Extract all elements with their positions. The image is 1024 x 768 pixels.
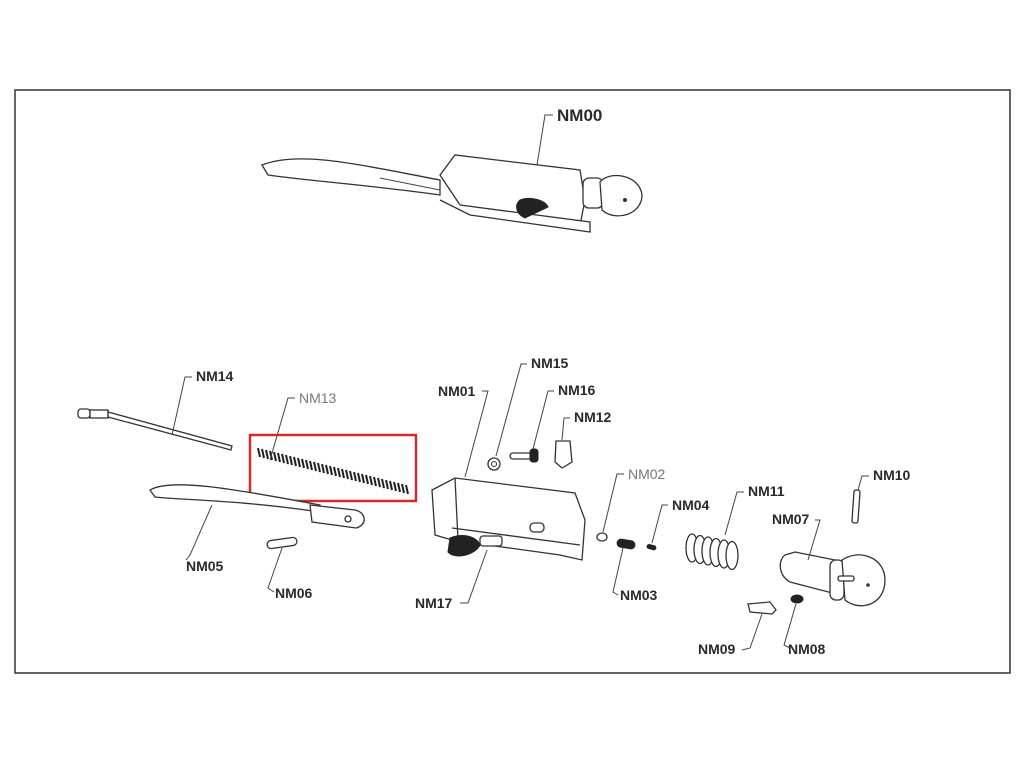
spring-coil — [349, 470, 353, 481]
part-nm02[interactable] — [596, 532, 608, 542]
part-label-nm17: NM17 — [415, 595, 453, 611]
spring-coil — [321, 463, 325, 474]
part-nm06-pin[interactable] — [266, 536, 298, 550]
spring-coil — [293, 456, 297, 467]
spring-coil — [309, 460, 313, 471]
part-label-nm08: NM08 — [788, 641, 826, 657]
spring-coil — [357, 472, 361, 483]
part-label-nm05: NM05 — [186, 558, 224, 574]
part-nm10-pin[interactable] — [851, 489, 861, 524]
spring-coil — [405, 484, 409, 495]
spring-coil — [389, 480, 393, 491]
spring-coil — [373, 476, 377, 487]
spring-coil — [353, 471, 357, 482]
spring-coil — [273, 451, 277, 462]
part-label-nm14: NM14 — [196, 368, 234, 384]
spring-coil — [285, 454, 289, 465]
spring-coil — [341, 468, 345, 479]
part-nm17-knob[interactable] — [447, 535, 481, 557]
highlight-box — [248, 433, 418, 503]
part-label-nm11: NM11 — [748, 483, 785, 499]
spring-coil — [397, 482, 401, 493]
part-label-nm13: NM13 — [299, 390, 337, 406]
diagram-frame — [14, 89, 1011, 674]
spring-coil — [301, 458, 305, 469]
part-nm09[interactable] — [747, 601, 777, 615]
part-label-nm10: NM10 — [873, 467, 911, 483]
part-nm14-rod[interactable] — [77, 408, 233, 451]
spring-coil — [313, 461, 317, 472]
spring-coil — [377, 477, 381, 488]
part-label-nm01: NM01 — [438, 383, 476, 399]
spring-coil — [333, 466, 337, 477]
part-label-nm07: NM07 — [772, 511, 810, 527]
spring-coil — [329, 465, 333, 476]
spring-coil — [393, 481, 397, 492]
spring-coil — [401, 483, 405, 494]
part-label-nm04: NM04 — [672, 497, 710, 513]
spring-coil — [385, 479, 389, 490]
spring-coil — [305, 459, 309, 470]
part-nm03[interactable] — [616, 538, 636, 550]
part-nm07-bolt[interactable] — [779, 551, 886, 607]
part-nm13-spring[interactable] — [257, 447, 409, 495]
part-label-nm00: NM00 — [557, 106, 602, 125]
part-nm04[interactable] — [646, 543, 657, 551]
spring-coil — [257, 447, 261, 458]
part-label-nm15: NM15 — [531, 355, 569, 371]
spring-coil — [281, 453, 285, 464]
spring-coil — [317, 462, 321, 473]
spring-coil — [337, 467, 341, 478]
spring-coil — [265, 449, 269, 460]
spring-coil — [725, 540, 739, 571]
spring-coil — [365, 474, 369, 485]
part-nm12-block[interactable] — [554, 440, 573, 469]
spring-coil — [297, 457, 301, 468]
part-nm05-lever[interactable] — [149, 484, 365, 529]
part-label-nm12: NM12 — [574, 409, 612, 425]
part-label-nm16: NM16 — [558, 382, 596, 398]
spring-coil — [289, 455, 293, 466]
part-nm08[interactable] — [790, 594, 804, 604]
spring-coil — [325, 464, 329, 475]
part-nm00-assembly[interactable] — [261, 154, 643, 233]
spring-coil — [361, 473, 365, 484]
part-label-nm02: NM02 — [628, 466, 666, 482]
part-label-nm06: NM06 — [275, 585, 313, 601]
part-nm11-spring[interactable] — [685, 533, 739, 571]
spring-coil — [277, 452, 281, 463]
spring-coil — [381, 478, 385, 489]
part-label-nm09: NM09 — [698, 641, 736, 657]
spring-coil — [345, 469, 349, 480]
part-nm16-screw[interactable] — [509, 448, 539, 463]
spring-coil — [261, 448, 265, 459]
spring-coil — [369, 475, 373, 486]
part-label-nm03: NM03 — [620, 587, 658, 603]
